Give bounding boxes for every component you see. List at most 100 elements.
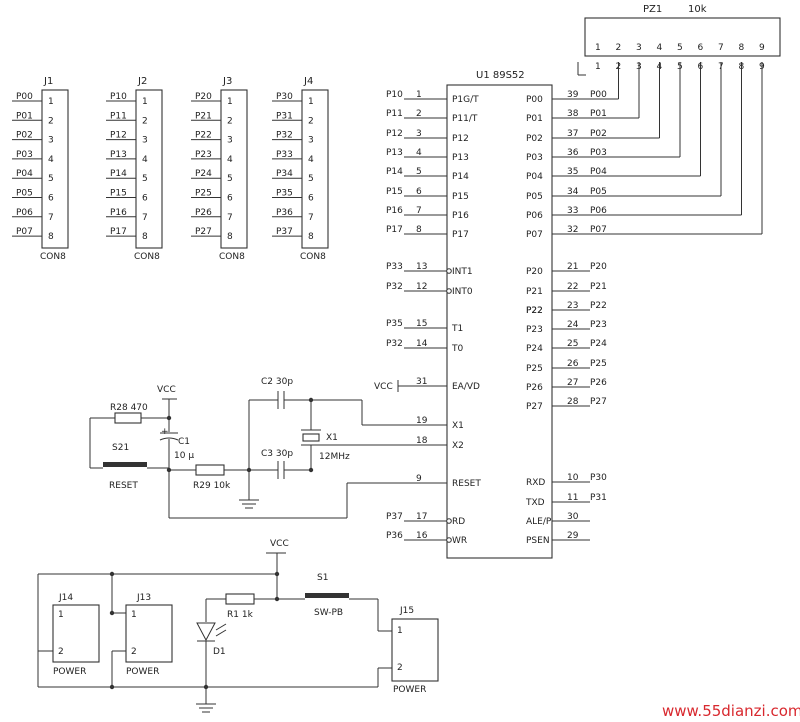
header-pin-net: P36 — [276, 208, 293, 218]
mcu-right-num: 36 — [567, 148, 579, 158]
header-pin-number: 6 — [227, 194, 233, 204]
header-pin-number: 8 — [308, 232, 314, 242]
vcc-label-power: VCC — [270, 539, 289, 549]
mcu-left-name: P17 — [452, 230, 469, 240]
mcu-right-num: 35 — [567, 167, 578, 177]
mcu-right-net: P07 — [590, 225, 607, 235]
mcu-left-name: P12 — [452, 134, 469, 144]
mcu-right-net: P25 — [590, 359, 607, 369]
header-pin-net: P34 — [276, 169, 293, 179]
header-pin-number: 6 — [308, 194, 314, 204]
mcu-right-name: P27 — [526, 402, 543, 412]
header-pin-net: P20 — [195, 92, 212, 102]
j14-ref: J14 — [58, 593, 73, 603]
j14-label: POWER — [53, 667, 86, 677]
mcu-left-num: 17 — [416, 512, 427, 522]
header-pin-net: P17 — [110, 227, 127, 237]
mcu-right-name: P06 — [526, 211, 543, 221]
mcu-right-num: 25 — [567, 339, 578, 349]
header-pin-number: 2 — [142, 116, 148, 126]
mcu-left-net: P10 — [386, 90, 403, 100]
pz1-pin-top: 6 — [698, 43, 704, 53]
mcu-right-num: 27 — [567, 378, 578, 388]
r1-resistor — [225, 593, 255, 605]
mcu-ref: U1 89S52 — [476, 70, 525, 81]
r28-resistor — [114, 412, 142, 424]
pz1-pin-top: 8 — [739, 43, 745, 53]
header-pin-net: P21 — [195, 111, 212, 121]
mcu-right-net: P01 — [590, 109, 607, 119]
mcu-right-num: 10 — [567, 473, 579, 483]
header-pin-number: 3 — [227, 136, 233, 146]
mcu-right-net: P26 — [590, 378, 607, 388]
header-ref: J2 — [137, 76, 147, 87]
mcu-left-net: P12 — [386, 129, 403, 139]
mcu-right-name: P05 — [526, 192, 543, 202]
mcu-right-num: 37 — [567, 129, 578, 139]
mcu-right-num: 33 — [567, 206, 578, 216]
c1-plus: + — [161, 427, 169, 437]
header-pin-net: P15 — [110, 189, 127, 199]
mcu-left-name: P14 — [452, 172, 469, 182]
mcu-right-net: P20 — [590, 262, 607, 272]
r29-resistor — [195, 464, 225, 476]
header-body — [220, 89, 248, 249]
c3-label: C3 30p — [261, 449, 293, 459]
mcu-right-net: P00 — [590, 90, 607, 100]
pz1-pin-top: 1 — [595, 43, 601, 53]
c1-capacitor — [159, 437, 179, 441]
c1-value: 10 μ — [174, 451, 194, 461]
mcu-left-name: INT1 — [452, 267, 473, 277]
mcu-left-net: VCC — [374, 382, 393, 392]
header-pin-net: P07 — [16, 227, 33, 237]
mcu-left-net: P32 — [386, 339, 403, 349]
mcu-right-name: P25 — [526, 364, 543, 374]
header-pin-number: 3 — [48, 136, 54, 146]
header-pin-net: P05 — [16, 189, 33, 199]
s1-type: SW-PB — [314, 608, 343, 618]
mcu-left-net: P35 — [386, 319, 403, 329]
mcu-left-net: P32 — [386, 282, 403, 292]
mcu-right-name: ALE/P — [526, 517, 552, 527]
header-pin-number: 6 — [48, 194, 54, 204]
mcu-right-num: 11 — [567, 493, 578, 503]
led-light-icon — [215, 623, 227, 631]
header-pin-net: P22 — [195, 131, 212, 141]
header-pin-number: 2 — [227, 116, 233, 126]
mcu-left-num: 12 — [416, 282, 427, 292]
mcu-right-name: P00 — [526, 95, 543, 105]
r28-label: R28 470 — [110, 403, 148, 413]
j15-label: POWER — [393, 685, 426, 695]
mcu-left-net: P36 — [386, 531, 403, 541]
s1-ref: S1 — [317, 573, 328, 583]
header-pin-number: 7 — [142, 213, 148, 223]
header-ref: J1 — [43, 76, 53, 87]
mcu-left-num: 9 — [416, 474, 422, 484]
mcu-left-name: WR — [452, 536, 467, 546]
mcu-right-num: 34 — [567, 187, 579, 197]
mcu-right-name: P04 — [526, 172, 543, 182]
mcu-left-name: T1 — [451, 324, 463, 334]
mcu-right-net: P03 — [590, 148, 607, 158]
mcu-left-name: INT0 — [452, 287, 473, 297]
header-pin-number: 1 — [227, 97, 233, 107]
j13-ref: J13 — [136, 593, 151, 603]
reset-clock-circuit: VCC R28 470 + C1 10 μ S21 RESET R29 10k — [89, 377, 447, 519]
header-pin-number: 7 — [308, 213, 314, 223]
